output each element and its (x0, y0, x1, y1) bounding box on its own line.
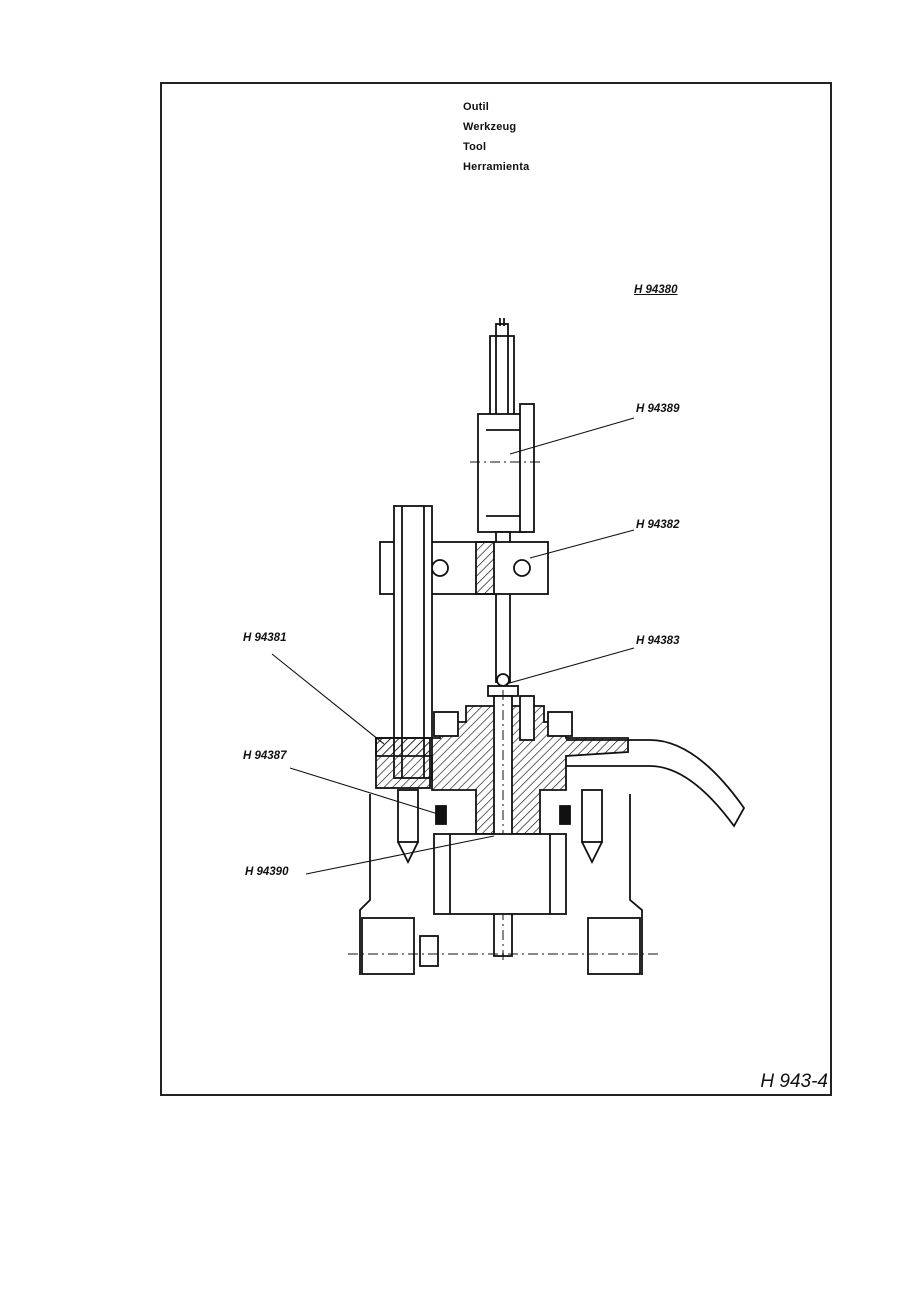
dial-gauge-body (477, 413, 527, 533)
oil-pipe (566, 739, 746, 828)
header-line-fr: Outil (463, 101, 490, 113)
figure-code: H 943-4 (760, 1071, 828, 1092)
part-label-seal: H 94387 (243, 750, 287, 762)
figure-frame (160, 82, 832, 1096)
header-line-en: Tool (463, 141, 487, 153)
header-line-de: Werkzeug (463, 121, 517, 133)
tool-header: Outil Werkzeug Tool Herramienta (463, 97, 529, 177)
part-label-dial-gauge: H 94389 (636, 403, 680, 415)
part-label-spindle: H 94390 (245, 866, 289, 878)
part-label-contact: H 94383 (636, 635, 680, 647)
support-column (393, 505, 433, 779)
part-label-clamp-arm: H 94382 (636, 519, 680, 531)
header-line-es: Herramienta (463, 161, 530, 173)
gauge-stem (489, 335, 515, 417)
part-label-base: H 94381 (243, 632, 287, 644)
tool-reference-label: H 94380 (634, 284, 678, 296)
